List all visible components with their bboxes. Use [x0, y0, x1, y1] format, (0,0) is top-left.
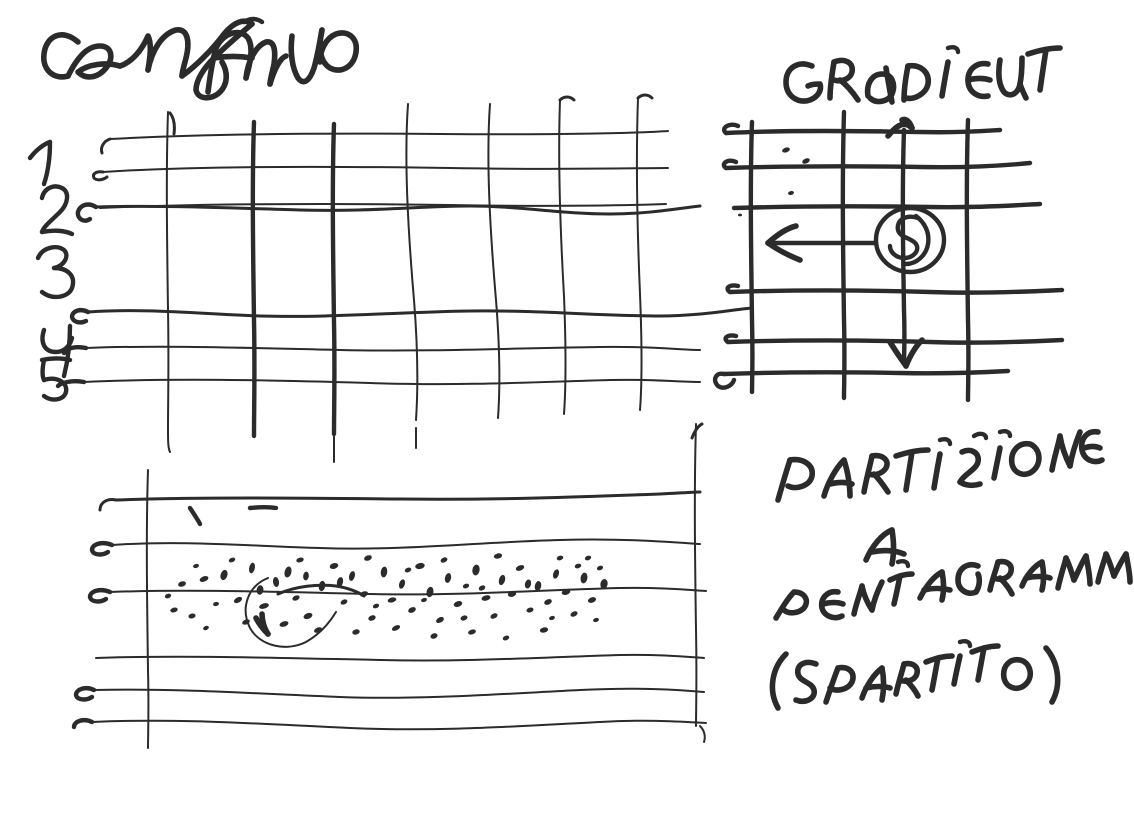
gradient-grid: [712, 109, 1065, 403]
main-grid: [55, 93, 754, 439]
spartito-label: [769, 639, 1061, 711]
level-number-1: [27, 139, 53, 187]
level-number-5: [39, 356, 73, 402]
stray-mark: [167, 429, 171, 453]
pentagram-staff: [71, 422, 707, 749]
level-number-3: [35, 245, 76, 300]
partition-label-line3: [773, 551, 1133, 621]
partition-label-line2: [863, 527, 907, 567]
title-handwriting: [41, 18, 255, 101]
gradient-label: [783, 45, 1063, 105]
partition-label-line1: [775, 428, 1105, 503]
note-speckle-cloud: [164, 553, 608, 641]
title-handwriting-word2: [205, 16, 360, 95]
level-number-2: [39, 184, 75, 237]
